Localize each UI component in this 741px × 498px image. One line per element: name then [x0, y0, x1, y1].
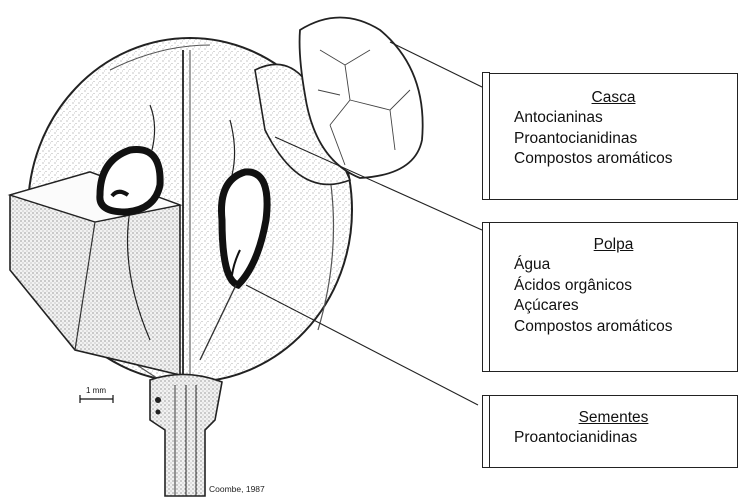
sementes-item: Proantocianidinas — [490, 428, 737, 449]
polpa-title: Polpa — [490, 235, 737, 255]
scale-label: 1 mm — [86, 386, 106, 395]
polpa-item: Compostos aromáticos — [490, 317, 737, 338]
scale-bar — [80, 395, 113, 403]
polpa-item: Açúcares — [490, 296, 737, 317]
sementes-title: Sementes — [490, 408, 737, 428]
casca-item: Compostos aromáticos — [490, 149, 737, 170]
casca-box: Casca Antocianinas Proantocianidinas Com… — [489, 73, 738, 200]
casca-item: Antocianinas — [490, 108, 737, 129]
polpa-item: Ácidos orgânicos — [490, 276, 737, 297]
sementes-box: Sementes Proantocianidinas — [489, 395, 738, 468]
seed-left — [100, 149, 160, 212]
polpa-item: Água — [490, 255, 737, 276]
casca-item: Proantocianidinas — [490, 129, 737, 150]
pedicel — [150, 374, 222, 496]
casca-title: Casca — [490, 88, 737, 108]
image-credit: Coombe, 1987 — [209, 484, 265, 494]
polpa-box: Polpa Água Ácidos orgânicos Açúcares Com… — [489, 222, 738, 372]
